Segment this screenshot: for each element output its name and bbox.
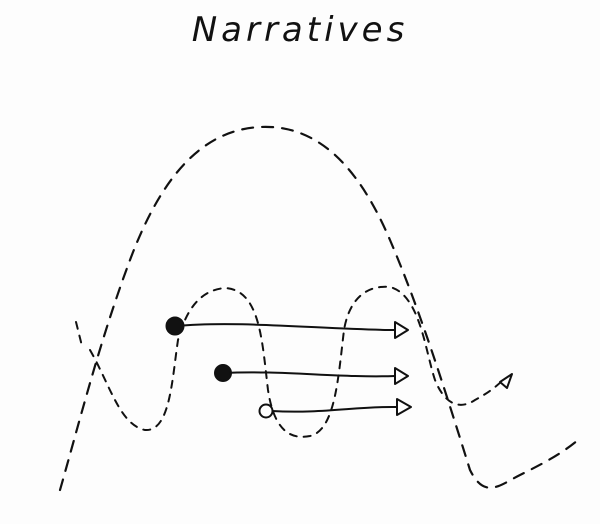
arrow-line-2 — [223, 371, 396, 378]
arrow-head-1 — [394, 321, 409, 339]
arrow-head-2 — [394, 367, 409, 385]
start-dot-2 — [214, 364, 232, 382]
outer-arc-curve — [58, 125, 580, 492]
arrow-head-3 — [396, 398, 412, 416]
arrow-line-1 — [175, 323, 396, 331]
start-dot-3 — [258, 403, 274, 419]
left-tick-mark — [75, 321, 83, 347]
start-dot-1 — [165, 316, 185, 336]
wave-arrow-head — [499, 373, 513, 389]
arrow-line-3 — [271, 405, 398, 413]
inner-wave-curve — [89, 285, 506, 438]
page-title: Narratives — [191, 10, 409, 50]
